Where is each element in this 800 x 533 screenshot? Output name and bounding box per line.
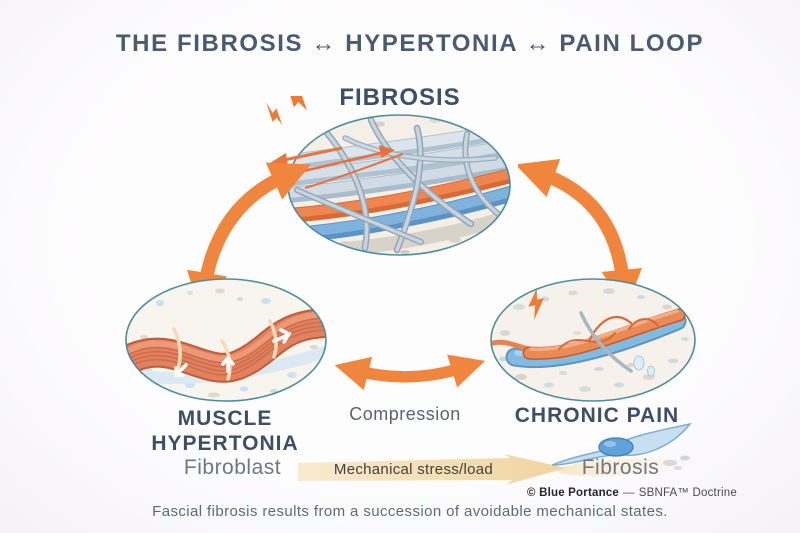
crossing-fiber	[579, 311, 633, 373]
fibroblast-label: Fibroblast	[183, 456, 282, 479]
stress-banner-arrow-icon	[298, 454, 566, 485]
credit-doctrine: SBNFA™ Doctrine	[638, 487, 737, 499]
fibroblast-cell-illustration	[552, 423, 692, 470]
chronic-pain-node-label: CHRONIC PAIN	[514, 404, 680, 427]
chronic-pain-illustration	[490, 278, 696, 402]
credit-owner: © Blue Portance	[527, 487, 619, 499]
muscle-hypertonia-illustration	[125, 278, 327, 402]
compression-label: Compression	[349, 404, 461, 424]
credit-line: © Blue Portance —SBNFA™ Doctrine	[527, 487, 737, 499]
muscle-hypertonia-node-label: MUSCLE HYPERTONIA	[115, 406, 335, 456]
cycle-arrow-right-icon	[518, 159, 642, 306]
muscle-bundle	[126, 308, 326, 383]
muscle-label-line2: HYPERTONIA	[151, 432, 299, 455]
caption: Fascial fibrosis results from a successi…	[152, 503, 668, 520]
stress-banner-label: Mechanical stress/load	[333, 461, 494, 478]
fibrosis-legend-label: Fibrosis	[581, 456, 660, 479]
stress-banner: Mechanical stress/load	[296, 454, 568, 488]
page-title: THE FIBROSIS ↔ HYPERTONIA ↔ PAIN LOOP	[115, 30, 705, 57]
tissue-speckles	[499, 288, 689, 392]
irritated-nerve	[491, 308, 686, 360]
cycle-arrow-left-icon	[186, 162, 311, 304]
fibrosis-node-label: FIBROSIS	[339, 84, 461, 111]
credit-separator: —	[623, 487, 635, 499]
muscle-label-line1: MUSCLE	[177, 407, 273, 430]
cycle-arrow-bottom-icon	[334, 354, 486, 391]
tension-arrows-icon	[174, 328, 292, 377]
pain-bolt-icon	[528, 288, 544, 320]
fluid-droplets	[633, 355, 655, 377]
